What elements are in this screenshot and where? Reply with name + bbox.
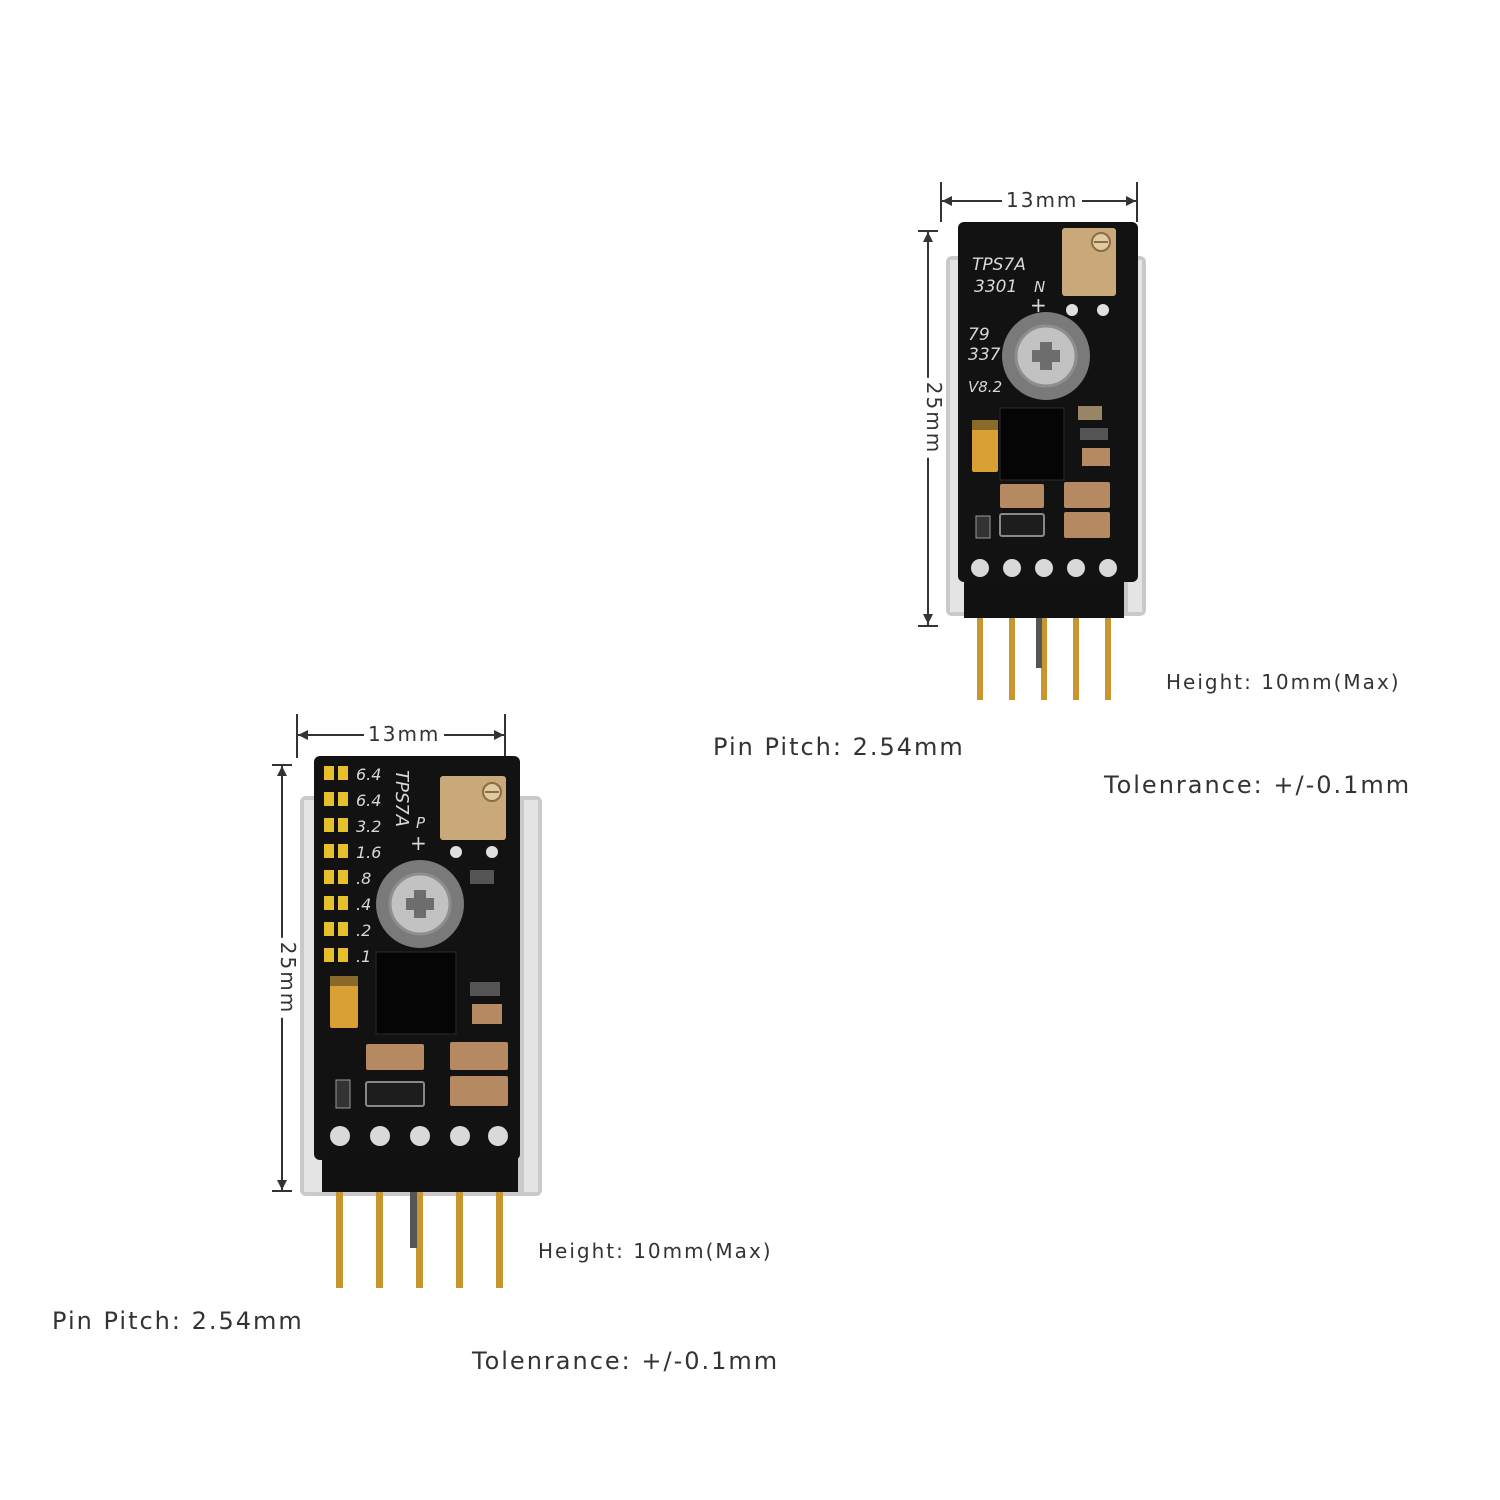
voltage-step: 6.4 bbox=[356, 791, 382, 810]
height-label-large: Height: 10mm(Max) bbox=[1166, 670, 1401, 694]
svg-text:+: + bbox=[1030, 293, 1047, 317]
voltage-step: .8 bbox=[356, 869, 372, 888]
height-label-small: Height: 10mm(Max) bbox=[538, 1239, 773, 1263]
regulator-module-small: 13mm 25mm bbox=[260, 700, 560, 1300]
tolerance-label-small: Tolenrance: +/-0.1mm bbox=[472, 1347, 780, 1375]
svg-text:N: N bbox=[1034, 278, 1045, 296]
voltage-step: 1.6 bbox=[356, 843, 382, 862]
module-board-image: TPS7A 3301 N + 79 337 V8.2 bbox=[946, 222, 1146, 700]
svg-text:+: + bbox=[410, 831, 427, 855]
svg-text:3301: 3301 bbox=[974, 277, 1017, 297]
voltage-step: .4 bbox=[356, 895, 372, 914]
svg-text:79: 79 bbox=[968, 325, 990, 345]
voltage-step: 6.4 bbox=[356, 765, 382, 784]
voltage-step: .2 bbox=[356, 921, 372, 940]
svg-text:337: 337 bbox=[968, 345, 1001, 365]
width-label: 13mm bbox=[364, 722, 445, 746]
svg-text:TPS7A: TPS7A bbox=[391, 770, 412, 827]
svg-text:P: P bbox=[416, 814, 426, 832]
pitch-label-small: Pin Pitch: 2.54mm bbox=[52, 1307, 304, 1335]
svg-text:TPS7A: TPS7A bbox=[972, 255, 1026, 275]
regulator-module-large: 13mm 25mm TPS7A 3301 N + 79 337 V8.2 bbox=[900, 170, 1200, 710]
tolerance-label-large: Tolenrance: +/-0.1mm bbox=[1104, 771, 1412, 799]
pitch-label-large: Pin Pitch: 2.54mm bbox=[713, 733, 965, 761]
voltage-step: 3.2 bbox=[356, 817, 382, 836]
svg-text:V8.2: V8.2 bbox=[968, 378, 1002, 396]
voltage-step: .1 bbox=[356, 947, 372, 966]
voltage-step-labels: 6.4 6.4 3.2 1.6 .8 .4 .2 .1 bbox=[356, 762, 396, 970]
width-label: 13mm bbox=[1002, 188, 1083, 212]
module-board-image: TPS7A P + bbox=[300, 756, 542, 1288]
